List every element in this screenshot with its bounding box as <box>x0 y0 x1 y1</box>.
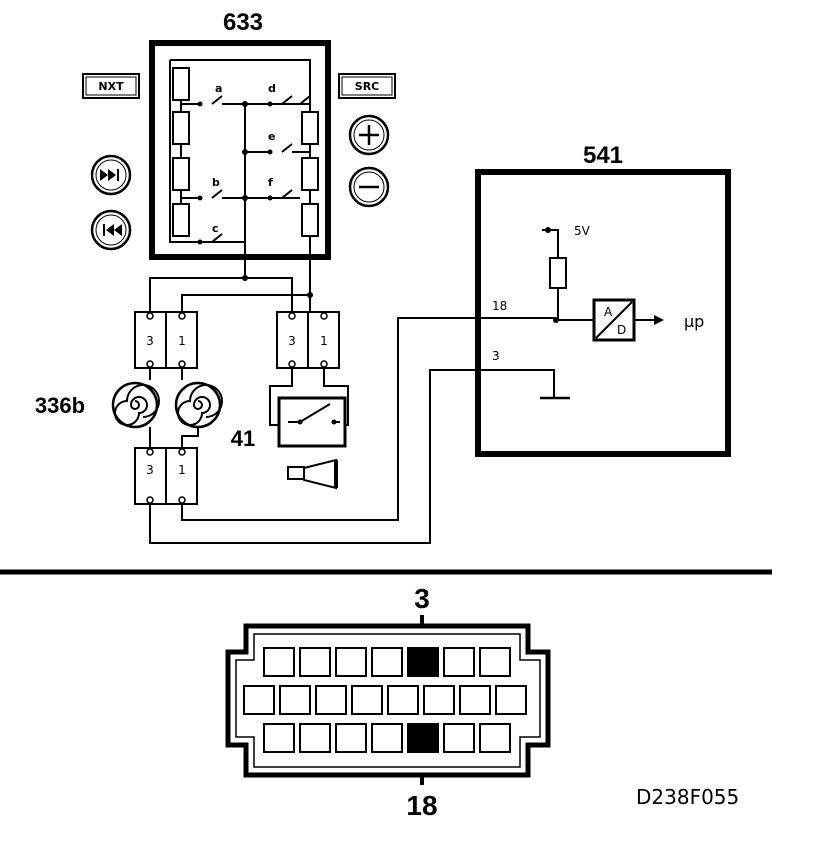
switch-label-f: f <box>268 176 273 189</box>
spiral-icon <box>174 381 223 429</box>
switch-label-e: e <box>268 130 275 143</box>
horn-switch-label: 41 <box>231 426 255 451</box>
resistor <box>301 203 319 237</box>
switch-label-a: a <box>215 82 222 95</box>
microprocessor-label: µp <box>684 312 704 331</box>
resistor <box>301 157 319 191</box>
rewind-icon <box>90 209 132 251</box>
ecu-pin-3: 3 <box>492 349 500 363</box>
speaker-label: 336b <box>35 393 85 418</box>
svg-text:1: 1 <box>178 334 186 348</box>
horn-switch-41: 41 <box>231 368 349 490</box>
switch-label-b: b <box>212 176 220 189</box>
svg-text:D: D <box>617 323 626 337</box>
horn-icon <box>287 458 338 490</box>
plus-button-icon <box>348 114 390 156</box>
connector-right-top: 3 1 <box>276 311 340 369</box>
plug-row-2 <box>243 685 527 715</box>
resistor <box>172 67 190 101</box>
plug-pin-top-label: 3 <box>414 583 430 614</box>
supply-voltage: 5V <box>574 224 591 238</box>
plug-row-3 <box>263 723 511 753</box>
adc-block: A D <box>592 298 636 342</box>
ecu-pin-18: 18 <box>492 299 507 313</box>
plug-pin-bottom-label: 18 <box>406 790 437 821</box>
switch-label-c: c <box>212 222 219 235</box>
src-button: SRC <box>338 73 396 99</box>
svg-text:3: 3 <box>288 334 296 348</box>
plug-pin-18-highlight <box>407 723 439 753</box>
svg-text:3: 3 <box>146 334 154 348</box>
svg-text:1: 1 <box>178 463 186 477</box>
plug-row-1 <box>263 647 511 677</box>
switch-module-label: 633 <box>223 9 263 36</box>
pullup-resistor <box>549 257 567 289</box>
plug-connector: 3 18 <box>225 583 551 821</box>
resistor <box>172 111 190 145</box>
spiral-icon <box>111 381 160 429</box>
fast-forward-icon <box>90 154 132 196</box>
connector-left-bottom: 3 1 <box>134 447 198 505</box>
minus-button-icon <box>348 166 390 208</box>
plug-pin-3-highlight <box>407 647 439 677</box>
svg-text:1: 1 <box>320 334 328 348</box>
connector-left-top: 3 1 <box>134 311 198 369</box>
reference-code: D238F055 <box>636 785 739 809</box>
svg-text:SRC: SRC <box>355 80 379 93</box>
svg-text:NXT: NXT <box>98 80 124 93</box>
svg-text:A: A <box>604 305 613 319</box>
resistor <box>172 157 190 191</box>
ecu-label: 541 <box>583 142 623 169</box>
ecu-541: 541 18 3 5V A D µp <box>475 142 731 457</box>
switch-module-633: 633 a b c <box>149 9 331 295</box>
svg-text:3: 3 <box>146 463 154 477</box>
resistor <box>172 203 190 237</box>
resistor <box>301 111 319 145</box>
switch-label-d: d <box>268 82 276 95</box>
nxt-button: NXT <box>82 73 140 99</box>
clock-spring-336b: 336b <box>35 368 223 448</box>
